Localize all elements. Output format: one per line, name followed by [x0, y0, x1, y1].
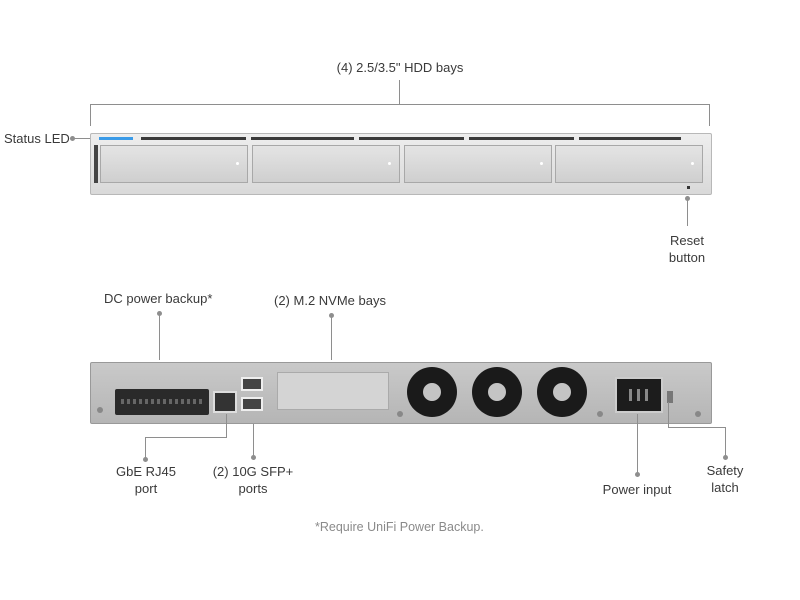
rj45-label-line-2: port: [134, 481, 158, 496]
power-input-label: Power input: [602, 482, 672, 497]
reset-leader: [687, 198, 688, 226]
screw: [97, 407, 103, 413]
sfp-label-line-1: (2) 10G SFP+: [212, 464, 294, 479]
reset-label-line-2: button: [668, 250, 706, 265]
latch-leader-drop: [725, 427, 726, 457]
rj45-label-line-1: GbE RJ45: [116, 464, 176, 479]
latch-label-line-1: Safety: [706, 463, 744, 478]
sfp-port-2[interactable]: [241, 397, 263, 411]
bay-indicator: [141, 137, 246, 140]
dc-power-backup-port[interactable]: [115, 389, 209, 415]
hdd-bays-bracket-right: [709, 104, 710, 126]
sfp-label-line-2: ports: [238, 481, 268, 496]
fan-1: [407, 367, 457, 417]
reset-leader-dot: [685, 196, 690, 201]
hdd-bay-4[interactable]: [555, 145, 703, 183]
fan-3: [537, 367, 587, 417]
footnote: *Require UniFi Power Backup.: [315, 520, 484, 534]
screw: [695, 411, 701, 417]
bay-indicator: [469, 137, 574, 140]
dc-power-backup-label: DC power backup*: [104, 291, 213, 306]
hdd-bays-leader: [399, 80, 400, 105]
status-led-leader-dot: [70, 136, 75, 141]
rj45-leader-h: [145, 437, 227, 438]
hdd-bay-2[interactable]: [252, 145, 400, 183]
hdd-bays-bracket-left: [90, 104, 91, 126]
sfp-leader-dot: [251, 455, 256, 460]
bay-indicator: [579, 137, 681, 140]
safety-latch[interactable]: [667, 391, 673, 403]
rj45-port-label: GbE RJ45 port: [100, 463, 192, 497]
rear-panel: [90, 362, 712, 424]
front-panel: [90, 133, 712, 195]
sfp-leader: [253, 424, 254, 457]
hdd-bay-1[interactable]: [100, 145, 248, 183]
latch-leader-v: [668, 402, 669, 428]
status-led-label: Status LED: [4, 131, 70, 146]
nvme-bay-cover[interactable]: [277, 372, 389, 410]
rj45-leader-v: [226, 414, 227, 438]
dc-power-leader: [159, 313, 160, 360]
nvme-leader: [331, 315, 332, 360]
hdd-bays-bracket-top: [90, 104, 710, 105]
bay-indicator: [359, 137, 464, 140]
hdd-bays-label: (4) 2.5/3.5" HDD bays: [336, 60, 464, 75]
reset-label-line-1: Reset: [670, 233, 704, 248]
fan-2: [472, 367, 522, 417]
safety-latch-label: Safety latch: [694, 462, 756, 496]
rj45-leader-dot: [143, 457, 148, 462]
bay-indicator: [251, 137, 354, 140]
screw: [397, 411, 403, 417]
power-input-leader-dot: [635, 472, 640, 477]
latch-label-line-2: latch: [711, 480, 739, 495]
power-input-socket[interactable]: [615, 377, 663, 413]
latch-leader-h: [668, 427, 726, 428]
nvme-bays-label: (2) M.2 NVMe bays: [274, 293, 386, 308]
bay-edge: [94, 145, 98, 183]
sfp-ports-label: (2) 10G SFP+ ports: [206, 463, 300, 497]
rj45-leader-drop: [145, 437, 146, 459]
power-input-leader: [637, 414, 638, 474]
sfp-port-1[interactable]: [241, 377, 263, 391]
hdd-bay-3[interactable]: [404, 145, 552, 183]
screw: [597, 411, 603, 417]
latch-leader-dot: [723, 455, 728, 460]
status-led: [99, 137, 133, 140]
reset-button-label: Reset button: [655, 232, 719, 266]
status-led-leader: [72, 138, 92, 139]
reset-button[interactable]: [687, 186, 690, 189]
rj45-port[interactable]: [213, 391, 237, 413]
